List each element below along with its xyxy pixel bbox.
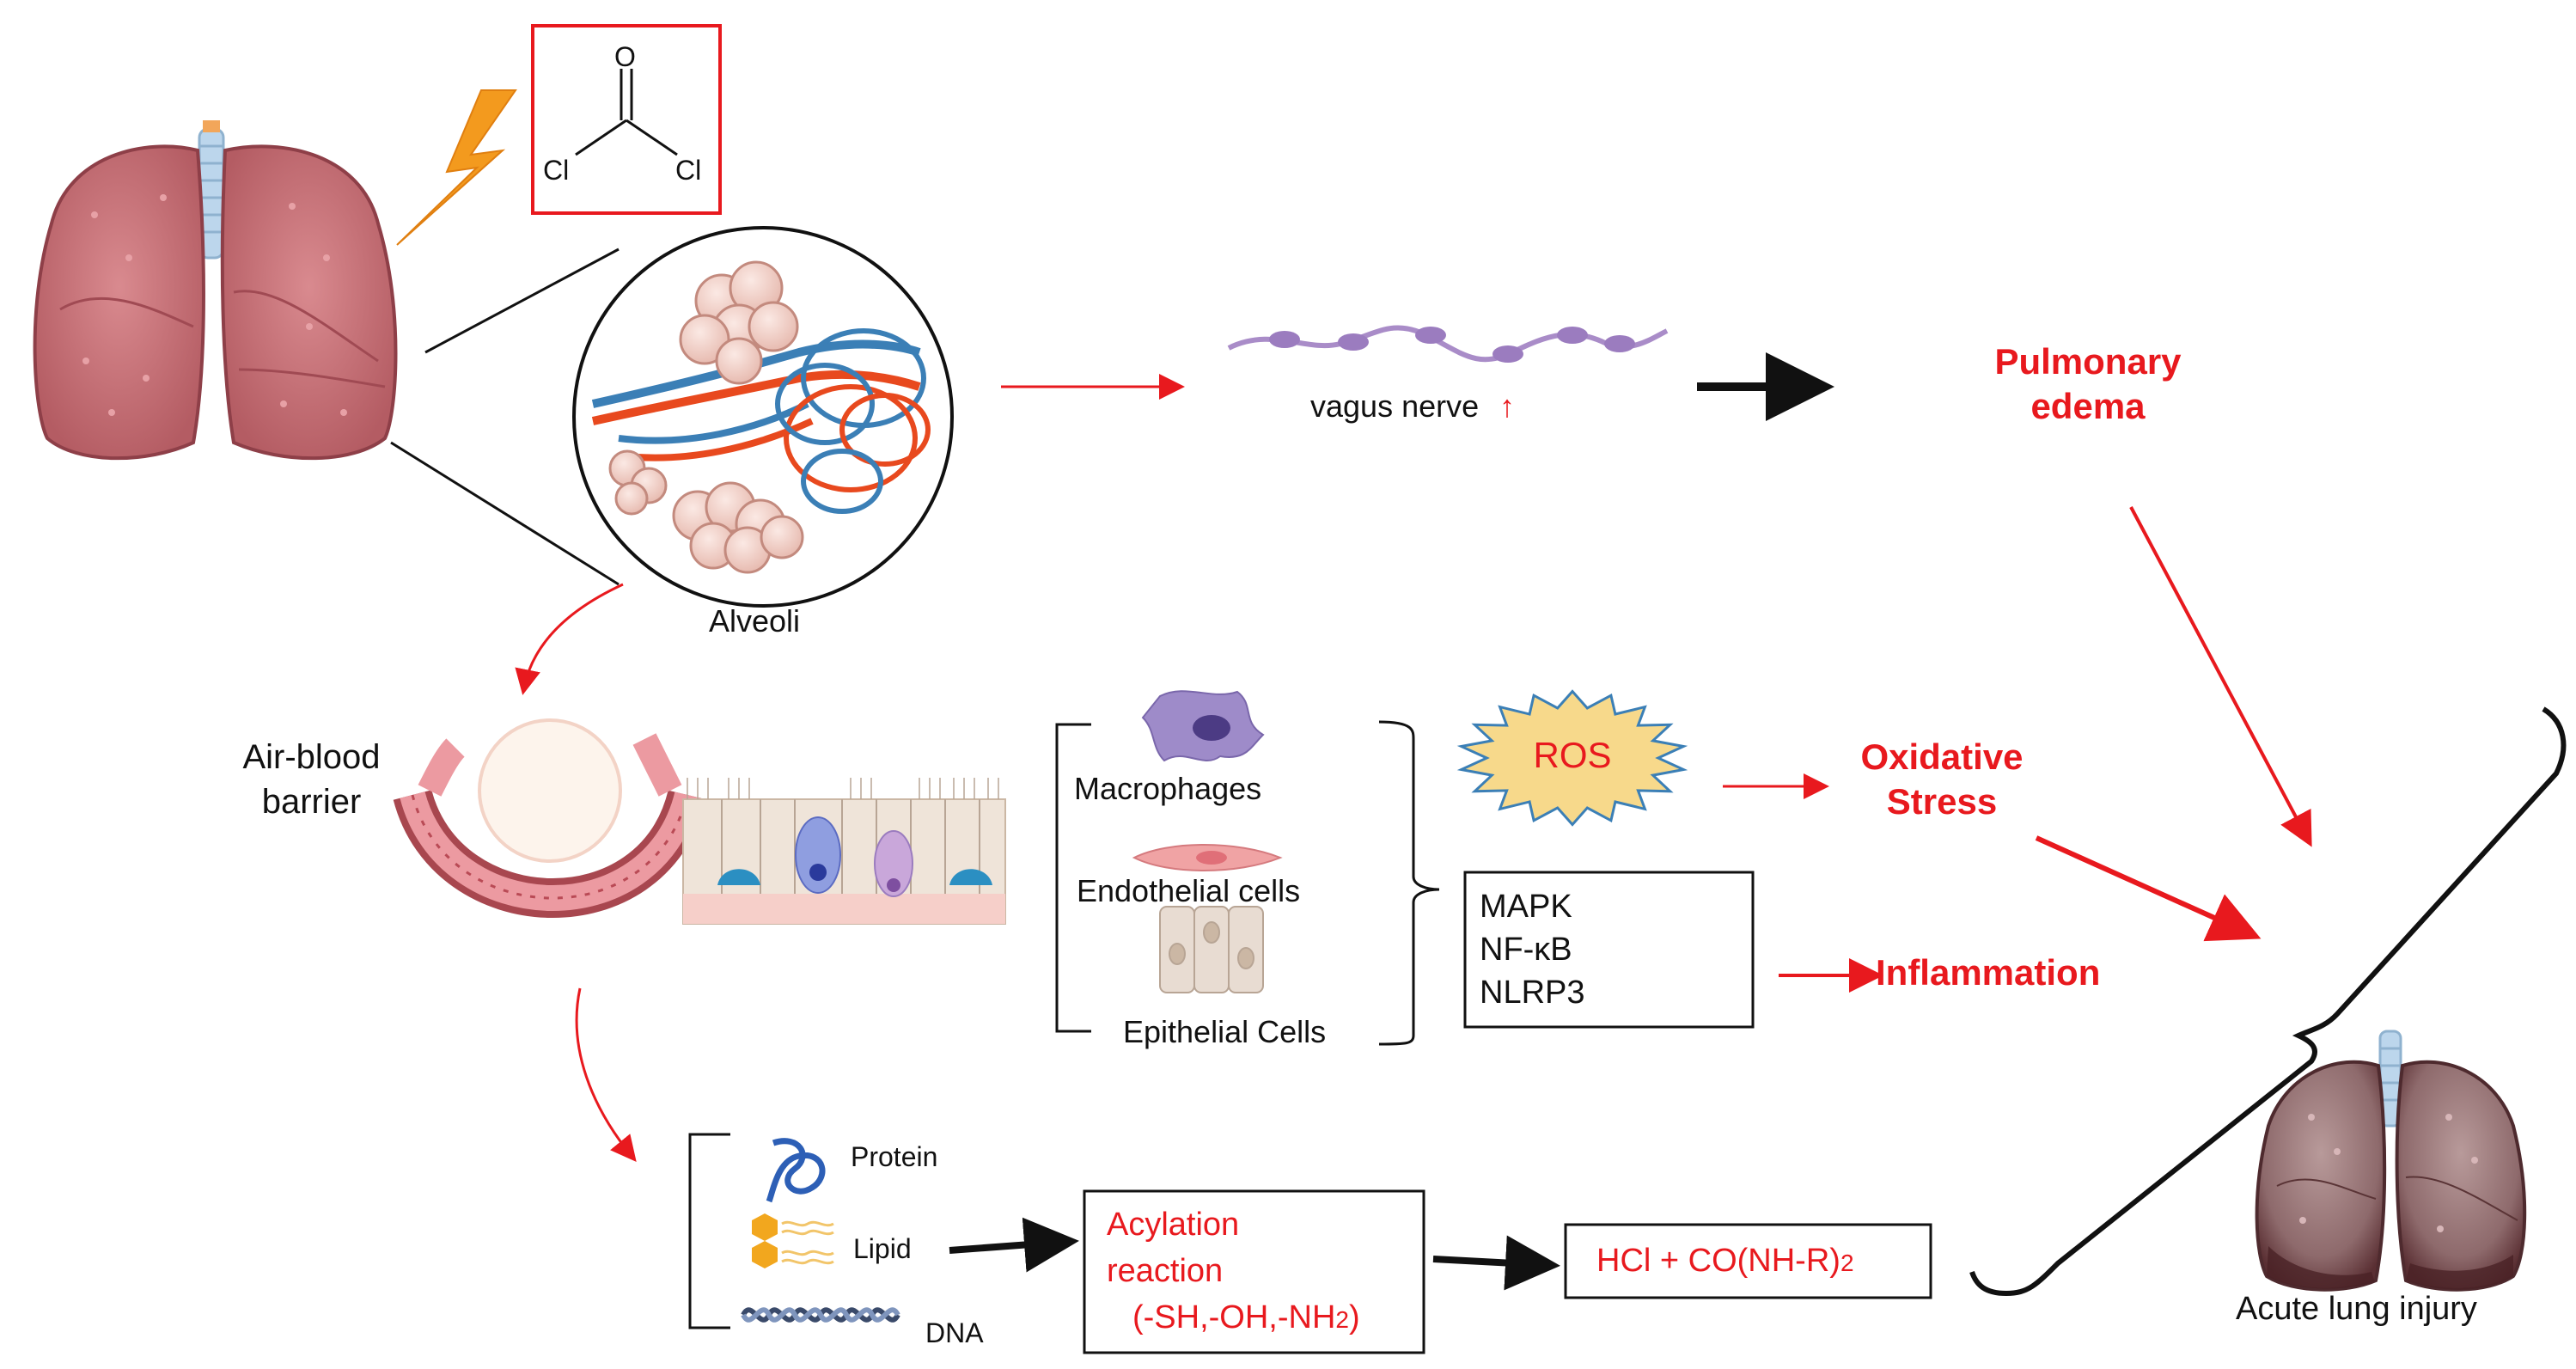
pathway-list: MAPK NF-κB NLRP3 bbox=[1480, 885, 1585, 1014]
acylation-line2: reaction bbox=[1107, 1253, 1224, 1289]
epithelial-cell-icon bbox=[1159, 906, 1264, 993]
molecules-bracket bbox=[688, 1133, 730, 1329]
epithelial-cells-label: Epithelial Cells bbox=[1123, 1014, 1327, 1049]
macrophage-icon bbox=[1141, 690, 1265, 762]
phosgene-oxygen-label: O bbox=[614, 41, 636, 72]
air-blood-barrier-illustration bbox=[393, 718, 707, 918]
alveoli-label: Alveoli bbox=[709, 603, 801, 639]
arrow-molecules-to-acylation bbox=[949, 1217, 1079, 1273]
pulmonary-edema-label: Pulmonary edema bbox=[1976, 339, 2200, 429]
pathway-nlrp3: NLRP3 bbox=[1480, 975, 1585, 1011]
dna-label: DNA bbox=[925, 1317, 984, 1348]
oxidative-stress-line2: Stress bbox=[1886, 781, 1998, 822]
acylation-box bbox=[1083, 1189, 1425, 1354]
acylation-line1: Acylation bbox=[1107, 1207, 1240, 1243]
acute-lung-injury-label: Acute lung injury bbox=[2236, 1291, 2477, 1327]
macrophages-label: Macrophages bbox=[1074, 771, 1262, 806]
oxidative-stress-label: Oxidative Stress bbox=[1834, 735, 2049, 824]
pulmonary-edema-line1: Pulmonary bbox=[1994, 341, 2182, 382]
endothelial-cells-label: Endothelial cells bbox=[1077, 873, 1301, 908]
increase-arrow-glyph: ↑ bbox=[1499, 388, 1516, 424]
phosgene-structure bbox=[531, 24, 722, 215]
arrow-barrier-to-molecules bbox=[575, 987, 637, 1162]
arrow-acylation-to-products bbox=[1432, 1235, 1560, 1291]
vagus-nerve-text: vagus nerve bbox=[1310, 388, 1480, 424]
ros-label: ROS bbox=[1533, 735, 1612, 775]
cells-bracket bbox=[1055, 720, 1440, 1046]
air-blood-barrier-line1: Air-blood bbox=[242, 738, 381, 776]
acylation-groups: (-SH,-OH,-NH bbox=[1132, 1299, 1336, 1335]
lipid-icon bbox=[752, 1213, 834, 1268]
ros-burst-shape bbox=[1456, 689, 1688, 827]
oxidative-stress-line1: Oxidative bbox=[1860, 736, 2024, 777]
air-blood-barrier-line2: barrier bbox=[261, 783, 362, 821]
products-label: HCl + CO(NH-R)2 bbox=[1596, 1243, 1854, 1280]
phosgene-chlorine-left-label: Cl bbox=[543, 155, 570, 186]
injured-lung-illustration bbox=[2255, 1030, 2527, 1292]
pathway-mapk: MAPK bbox=[1480, 889, 1572, 925]
lipid-label: Lipid bbox=[853, 1233, 912, 1264]
lung-illustration bbox=[33, 120, 398, 461]
air-blood-barrier-label: Air-blood barrier bbox=[219, 735, 404, 824]
acylation-line3: (-SH,-OH,-NH2) bbox=[1107, 1294, 1360, 1343]
pathway-box bbox=[1463, 871, 1755, 1029]
acylation-label: Acylation reaction (-SH,-OH,-NH2) bbox=[1107, 1201, 1360, 1343]
arrow-edema-to-injury bbox=[2129, 506, 2312, 847]
arrow-alveoli-to-barrier bbox=[515, 583, 624, 695]
lightning-icon bbox=[396, 89, 517, 246]
products-formula: HCl + CO(NH-R) bbox=[1596, 1243, 1840, 1279]
acylation-subscript: 2 bbox=[1335, 1306, 1349, 1333]
inflammation-label: Inflammation bbox=[1876, 952, 2101, 993]
products-subscript: 2 bbox=[1840, 1250, 1854, 1276]
vagus-nerve-illustration bbox=[1227, 325, 1669, 363]
protein-label: Protein bbox=[851, 1141, 938, 1172]
products-box bbox=[1564, 1223, 1932, 1299]
alveoli-illustration bbox=[390, 226, 954, 608]
outcome-brace bbox=[1969, 706, 2567, 1297]
dna-icon bbox=[741, 1307, 900, 1323]
endothelial-cell-icon bbox=[1132, 844, 1283, 871]
pathway-nfkb: NF-κB bbox=[1480, 932, 1572, 968]
pulmonary-edema-line2: edema bbox=[2030, 386, 2146, 426]
acylation-close: ) bbox=[1348, 1299, 1360, 1335]
vagus-nerve-label: vagus nerve ↑ bbox=[1310, 388, 1515, 425]
phosgene-chlorine-right-label: Cl bbox=[675, 155, 702, 186]
arrow-oxidative-to-injury bbox=[2035, 835, 2262, 942]
protein-icon bbox=[766, 1138, 826, 1203]
epithelium-illustration bbox=[682, 778, 1006, 925]
